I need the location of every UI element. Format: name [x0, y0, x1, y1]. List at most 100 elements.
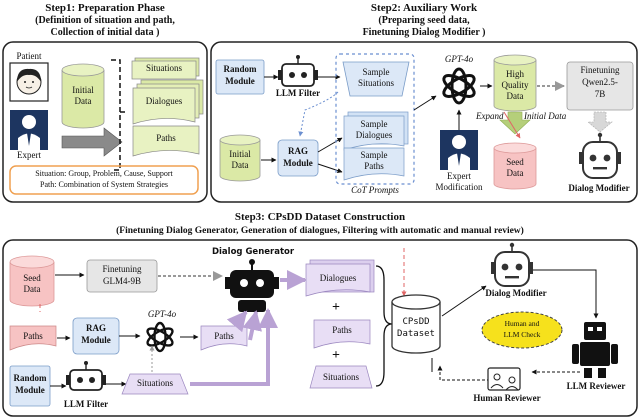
initial-data-cylinder — [61, 63, 105, 129]
dialogues-stack-step3 — [305, 259, 375, 297]
situations-box-mid — [121, 373, 189, 395]
dialog-generator-label: Dialog Generator — [211, 247, 295, 257]
plus-1: + — [332, 300, 340, 315]
plus-2: + — [332, 348, 340, 363]
step1-subtitle-line2: Collection of initial data ) — [50, 27, 160, 38]
expert-label: Expert — [17, 150, 41, 160]
finetuning-qwen-line1: Finetuning — [580, 65, 620, 75]
cpsdd-line1: CPsDD — [402, 317, 430, 327]
human-llm-check-badge — [481, 311, 563, 349]
finetuning-glm-line2: GLM4-9B — [103, 276, 141, 286]
situations-step3-label: Situations — [322, 372, 359, 382]
paths-label: Paths — [156, 133, 176, 143]
step1-panel — [2, 41, 208, 203]
step2-panel — [210, 41, 638, 203]
seed-data-cylinder — [493, 142, 537, 190]
finetuning-glm-box — [86, 259, 158, 293]
seed-data-line1: Seed — [506, 157, 524, 167]
expert-modification-line2: Modification — [435, 182, 483, 192]
check-line1: Human and — [504, 319, 540, 328]
situations-label: Situations — [145, 63, 182, 73]
llm-filter-step3-label: LLM Filter — [63, 399, 109, 409]
seed-data-step3-line1: Seed — [23, 273, 41, 283]
sample-dialogues-line2: Dialogues — [355, 130, 393, 140]
high-quality-line1: High — [506, 69, 524, 79]
step3-panel — [2, 239, 638, 417]
situations-stack — [131, 57, 200, 80]
finetuning-qwen-box — [566, 61, 634, 111]
dialog-modifier-robot-icon-step3 — [491, 242, 533, 287]
dialog-modifier-robot-icon — [579, 132, 621, 179]
human-reviewer-icon — [487, 367, 521, 391]
llm-reviewer-label: LLM Reviewer — [566, 381, 626, 391]
openai-logo-icon — [442, 67, 476, 105]
step2-subtitle-line2: Finetuning Dialog Modifier ) — [362, 27, 486, 38]
dialogues-stack — [132, 79, 204, 125]
step3-subtitle: (Finetuning Dialog Generator, Generation… — [116, 226, 524, 236]
initial-data-label-line2: Data — [74, 96, 92, 106]
expand-label: Expand — [476, 111, 504, 121]
dialogues-step3-label: Dialogues — [319, 273, 357, 283]
paths-box-left — [9, 325, 57, 351]
gpt-label-step2: GPT-4o — [444, 54, 474, 64]
openai-logo-icon-step3 — [146, 321, 174, 353]
seed-data-line2: Data — [506, 168, 524, 178]
paths-step3-label: Paths — [332, 325, 352, 335]
initial-data-label2-line2: Data — [231, 160, 249, 170]
step1-subtitle-line1: (Definition of situation and path, — [35, 15, 175, 26]
dialog-modifier-step3-label: Dialog Modifier — [485, 288, 547, 298]
step2-title: Step2: Auxiliary Work — [370, 2, 478, 14]
check-line2: LLM Check — [503, 330, 541, 339]
rag-step3-line1: RAG — [86, 323, 106, 333]
finetuning-qwen-line2: Qwen2.5- — [582, 77, 618, 87]
expand-initial-data-label: Initial Data — [524, 111, 567, 121]
note-line1: Situation: Group, Problem, Cause, Suppor… — [35, 169, 173, 178]
gpt-label-step3: GPT-4o — [147, 309, 177, 319]
dialogues-label: Dialogues — [145, 96, 183, 106]
seed-data-step3-line2: Data — [23, 284, 41, 294]
finetuning-glm-line1: Finetuning — [102, 264, 142, 274]
cot-prompts-label: CoT Prompts — [351, 185, 399, 195]
expert-modification-icon — [440, 130, 478, 170]
human-reviewer-label: Human Reviewer — [473, 393, 541, 403]
initial-data-label2-line1: Initial — [229, 149, 251, 159]
sample-paths-line2: Paths — [364, 161, 384, 171]
high-quality-line3: Data — [506, 91, 524, 101]
step3-title: Step3: CPsDD Dataset Construction — [234, 211, 406, 223]
random-step3-line2: Module — [15, 385, 45, 395]
definition-note-box — [9, 165, 199, 195]
expert-icon — [10, 110, 48, 150]
expert-modification-line1: Expert — [447, 171, 471, 181]
paths-mid-label: Paths — [214, 331, 234, 341]
patient-label: Patient — [16, 51, 42, 61]
cpsdd-dataset-cylinder — [391, 294, 441, 354]
high-quality-data-cylinder — [493, 54, 537, 112]
random-step3-line1: Random — [13, 373, 47, 383]
rag-module-line1: RAG — [288, 146, 308, 156]
seed-data-cylinder-step3 — [9, 255, 55, 307]
step1-big-arrow — [61, 127, 123, 157]
initial-data-label-line1: Initial — [72, 85, 94, 95]
note-line2: Path: Combination of System Strategies — [40, 180, 168, 189]
dialog-modifier-label: Dialog Modifier — [568, 183, 630, 193]
paths-box-step3 — [313, 319, 371, 349]
random-module-line2: Module — [225, 76, 255, 86]
cpsdd-line2: Dataset — [397, 329, 435, 339]
llm-filter-robot-icon — [278, 55, 318, 87]
sample-paths-line1: Sample — [360, 150, 388, 160]
sample-situations-line2: Situations — [357, 78, 394, 88]
initial-data-cylinder-step2 — [219, 134, 261, 182]
high-quality-line2: Quality — [501, 80, 529, 90]
rag-step3-line2: Module — [81, 335, 111, 345]
random-module-line1: Random — [223, 64, 257, 74]
llm-reviewer-robot-icon — [572, 322, 618, 378]
llm-filter-label: LLM Filter — [275, 88, 321, 98]
sample-situations-line1: Sample — [362, 67, 390, 77]
sample-dialogues-line1: Sample — [360, 119, 388, 129]
step1-title: Step1: Preparation Phase — [45, 2, 165, 14]
situations-box-step3 — [309, 365, 373, 389]
finetuning-qwen-line3: 7B — [594, 89, 606, 99]
paths-left-label: Paths — [23, 331, 43, 341]
patient-icon — [9, 62, 49, 102]
